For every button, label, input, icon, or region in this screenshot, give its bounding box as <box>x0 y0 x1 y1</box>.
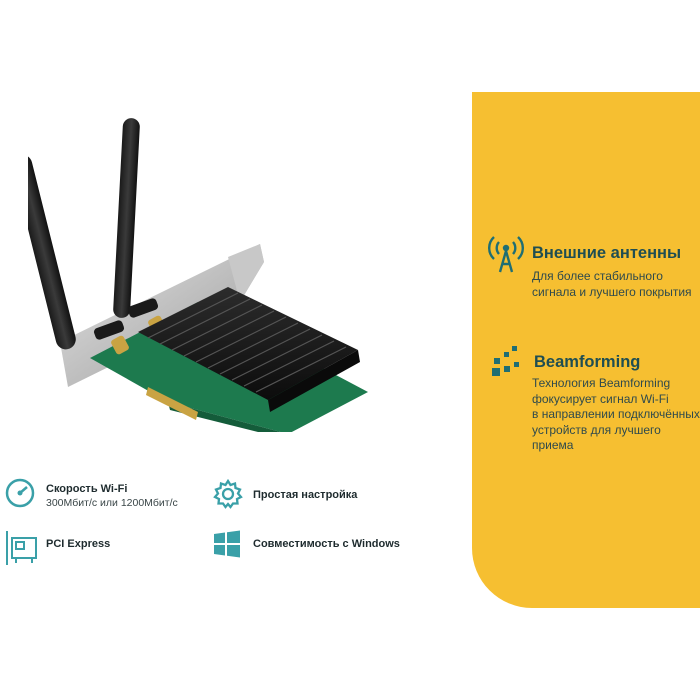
feature-title: Внешние антенны <box>532 244 682 262</box>
spec-title: Простая настройка <box>253 489 358 501</box>
pcie-card-icon <box>6 531 37 565</box>
windows-logo-icon <box>214 530 240 558</box>
spec-title: PCI Express <box>46 538 111 550</box>
wifi-adapter-image <box>28 118 368 432</box>
feature-description: Технология Beamforming фокусирует сигнал… <box>532 376 700 452</box>
antenna-signal-icon <box>488 236 524 273</box>
spec-subtitle: 300Мбит/с или 1200Мбит/с <box>46 497 178 509</box>
feature-title: Beamforming <box>534 353 641 371</box>
speedometer-icon <box>5 478 35 508</box>
gear-icon <box>213 478 243 509</box>
beamforming-icon <box>492 346 519 376</box>
spec-title: Совместимость с Windows <box>253 538 400 550</box>
feature-description: Для более стабильного сигнала и лучшего … <box>532 269 692 299</box>
features-panel: Внешние антенны Для более стабильного си… <box>472 92 700 608</box>
heatsink-fins <box>147 292 347 393</box>
spec-title: Скорость Wi-Fi <box>46 483 128 495</box>
